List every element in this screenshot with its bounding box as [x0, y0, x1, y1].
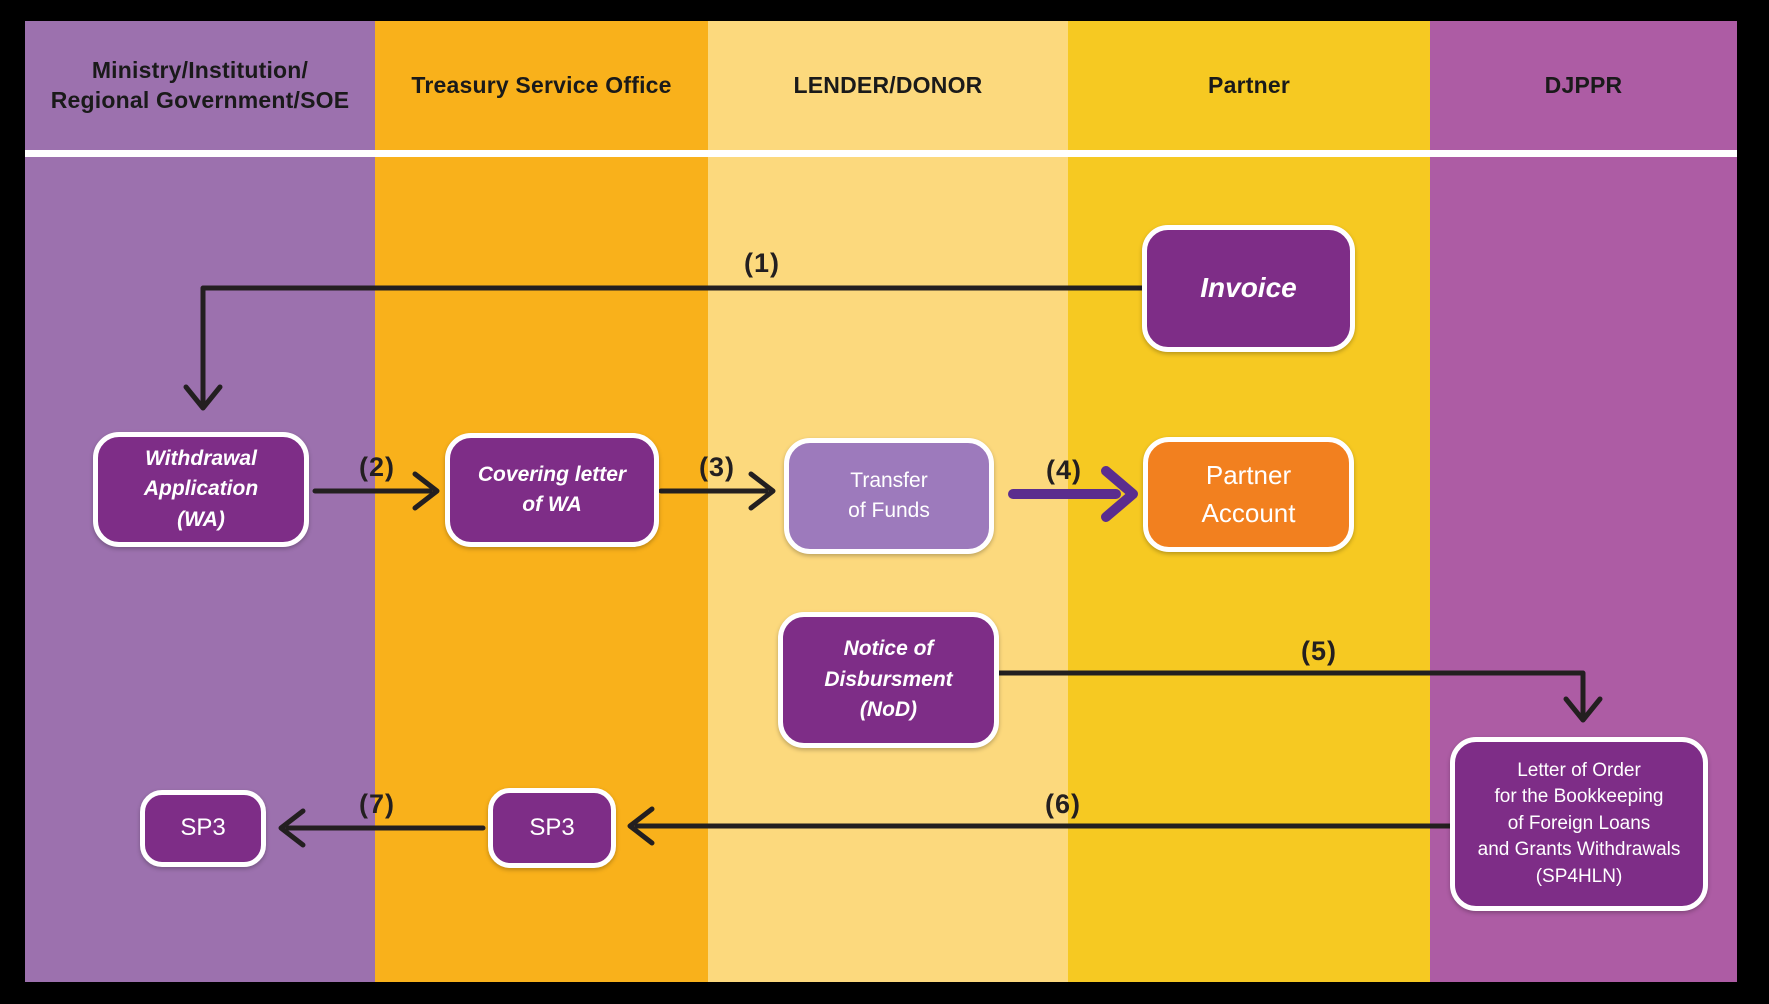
invoice-node: Invoice [1142, 225, 1355, 352]
lane-header-ministry-label: Ministry/Institution/ Regional Governmen… [50, 56, 350, 113]
partner-account-node: Partner Account [1143, 437, 1354, 552]
lane-header-lender-donor: LENDER/DONOR [708, 21, 1068, 150]
withdrawal-application-node: Withdrawal Application (WA) [93, 432, 309, 547]
lane-header-partner: Partner [1068, 21, 1430, 150]
step-label-6: (6) [1045, 789, 1081, 819]
covering-letter-node: Covering letter of WA [445, 433, 659, 547]
step-label-1: (1) [744, 248, 780, 278]
lane-header-lender-donor-label: LENDER/DONOR [793, 71, 983, 98]
lane-header-ministry: Ministry/Institution/ Regional Governmen… [25, 21, 375, 150]
sp3-treasury-node: SP3 [488, 788, 616, 868]
notice-of-disbursement-node: Notice of Disbursment (NoD) [778, 612, 999, 748]
lane-header-treasury: Treasury Service Office [375, 21, 708, 150]
step-label-5: (5) [1301, 636, 1337, 666]
transfer-of-funds-node: Transfer of Funds [784, 438, 994, 554]
step-label-4: (4) [1046, 455, 1082, 485]
header-divider-line [25, 150, 1737, 157]
sp3-ministry-node: SP3 [140, 790, 266, 867]
letter-of-order-node: Letter of Order for the Bookkeeping of F… [1450, 737, 1708, 911]
step-label-2: (2) [359, 452, 395, 482]
lane-header-partner-label: Partner [1208, 71, 1290, 98]
lane-header-djppr: DJPPR [1430, 21, 1737, 150]
step-label-3: (3) [699, 452, 735, 482]
lane-header-djppr-label: DJPPR [1544, 71, 1623, 98]
step-label-7: (7) [359, 789, 395, 819]
lane-header-treasury-label: Treasury Service Office [411, 71, 672, 98]
